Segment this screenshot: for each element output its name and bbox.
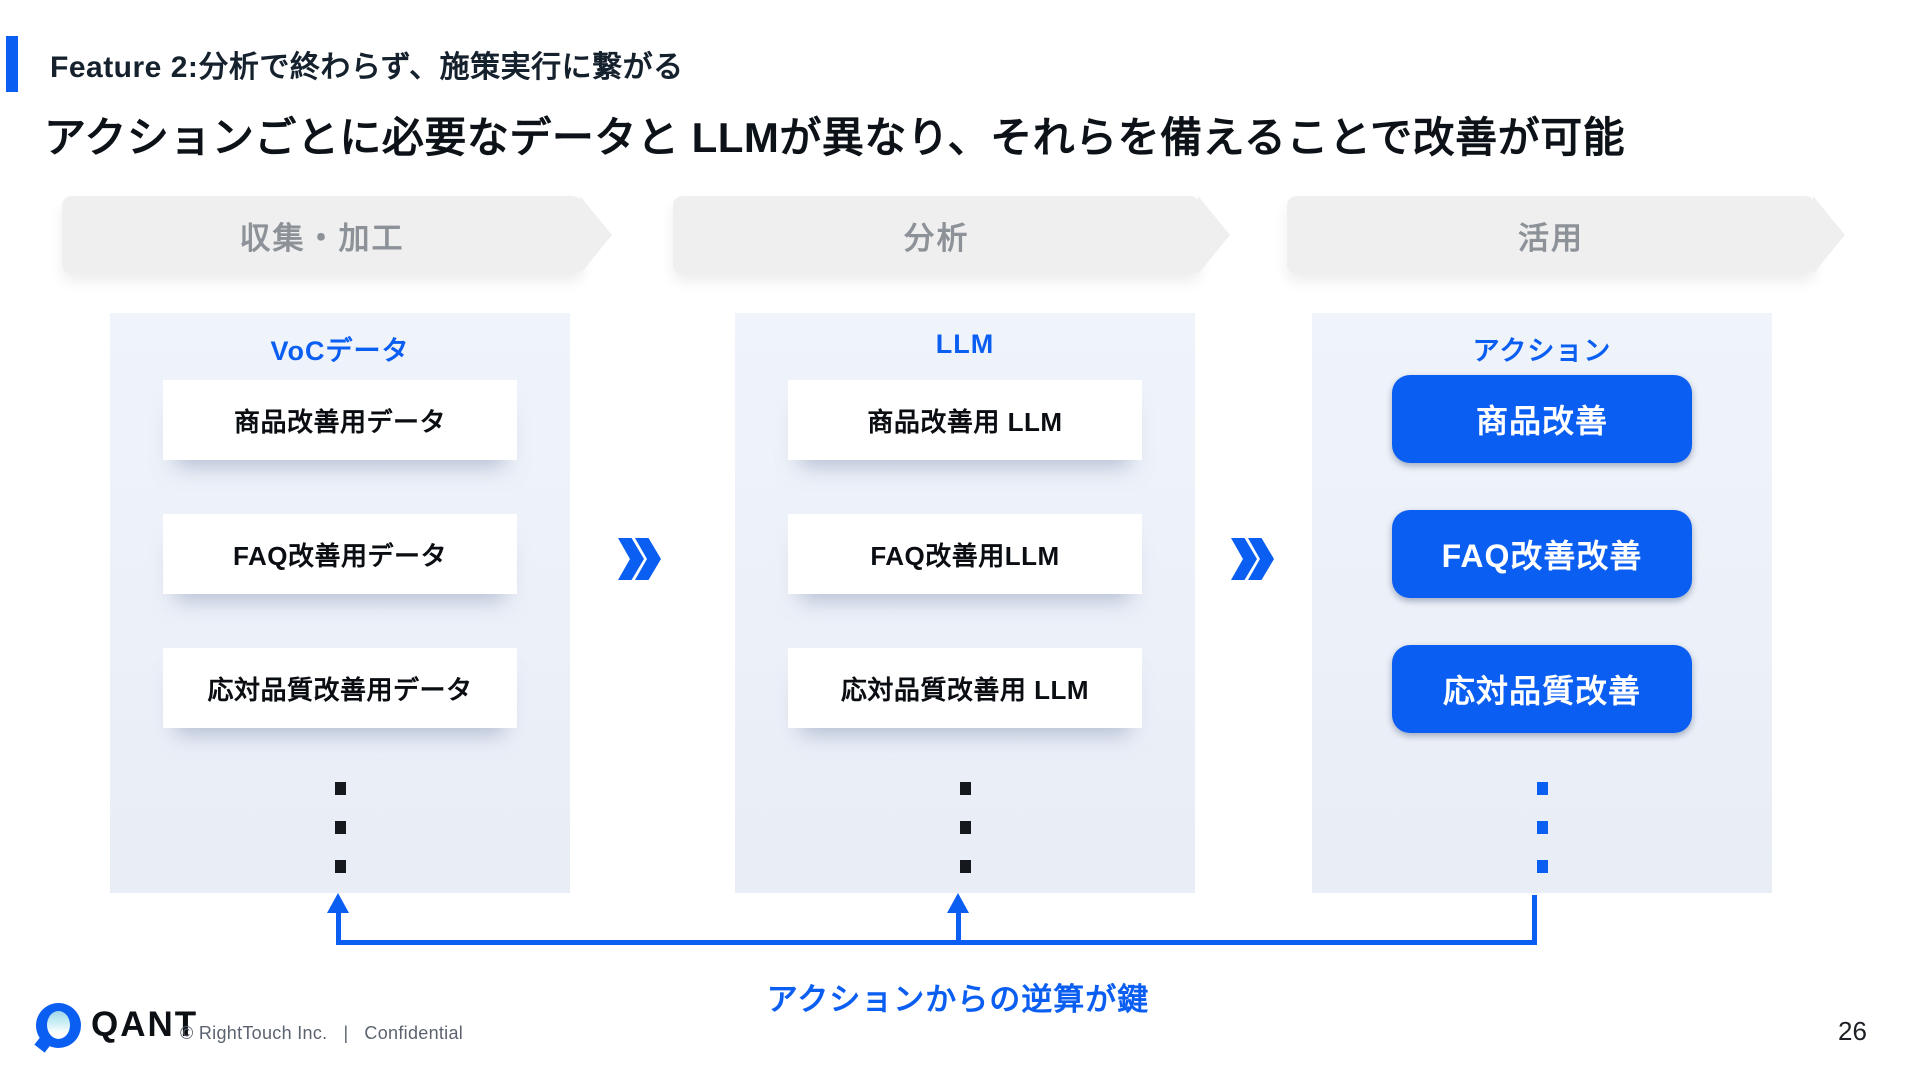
column-header: VoCデータ — [270, 336, 410, 366]
feedback-arrow — [336, 912, 341, 942]
feedback-arrowhead-icon — [947, 893, 969, 913]
step-banner-analyze: 分析 — [673, 196, 1200, 274]
double-chevron-right-icon — [1231, 538, 1275, 580]
step-banner-collect: 収集・加工 — [62, 196, 582, 274]
ellipsis-dots — [110, 782, 570, 873]
page-number: 26 — [1838, 1016, 1867, 1046]
ellipsis-dots — [1312, 782, 1772, 873]
action-pill: 応対品質改善 — [1392, 645, 1692, 733]
step-banner-label: 活用 — [1518, 220, 1584, 256]
column-llm: LLM 商品改善用 LLM FAQ改善用LLM 応対品質改善用 LLM — [735, 313, 1195, 893]
footer-meta: © RightTouch Inc. | Confidential — [180, 1023, 463, 1044]
llm-card: FAQ改善用LLM — [788, 514, 1142, 594]
qant-wordmark: QANT — [91, 1005, 199, 1044]
confidential-label: Confidential — [364, 1023, 464, 1043]
step-banner-label: 収集・加工 — [239, 220, 405, 256]
ellipsis-dots — [735, 782, 1195, 873]
feedback-connector-drop — [1532, 895, 1537, 943]
llm-card: 商品改善用 LLM — [788, 380, 1142, 460]
connector-caption: アクションからの逆算が鍵 — [766, 982, 1150, 1017]
llm-card: 応対品質改善用 LLM — [788, 648, 1142, 728]
accent-bar — [6, 36, 18, 92]
company-logo: QANT — [36, 1002, 198, 1048]
action-pill: FAQ改善改善 — [1392, 510, 1692, 598]
feedback-connector-line — [336, 940, 1537, 945]
feature-label: Feature 2:分析で終わらず、施策実行に繋がる — [50, 51, 684, 84]
qant-logo-icon — [36, 1002, 81, 1048]
double-chevron-right-icon — [618, 538, 662, 580]
voc-data-card: FAQ改善用データ — [163, 514, 517, 594]
action-pill: 商品改善 — [1392, 375, 1692, 463]
feedback-arrowhead-icon — [327, 893, 349, 913]
step-banner-utilize: 活用 — [1287, 196, 1815, 274]
copyright-text: © RightTouch Inc. — [180, 1023, 328, 1043]
voc-data-card: 商品改善用データ — [163, 380, 517, 460]
page-title: アクションごとに必要なデータと LLMが異なり、それらを備えることで改善が可能 — [44, 114, 1626, 161]
column-header: アクション — [1472, 336, 1612, 366]
step-banner-label: 分析 — [903, 220, 970, 256]
voc-data-card: 応対品質改善用データ — [163, 648, 517, 728]
column-action: アクション 商品改善 FAQ改善改善 応対品質改善 — [1312, 313, 1772, 893]
feedback-arrow — [956, 912, 961, 942]
footer-divider: | — [343, 1023, 349, 1043]
column-header: LLM — [935, 329, 995, 359]
column-voc-data: VoCデータ 商品改善用データ FAQ改善用データ 応対品質改善用データ — [110, 313, 570, 893]
